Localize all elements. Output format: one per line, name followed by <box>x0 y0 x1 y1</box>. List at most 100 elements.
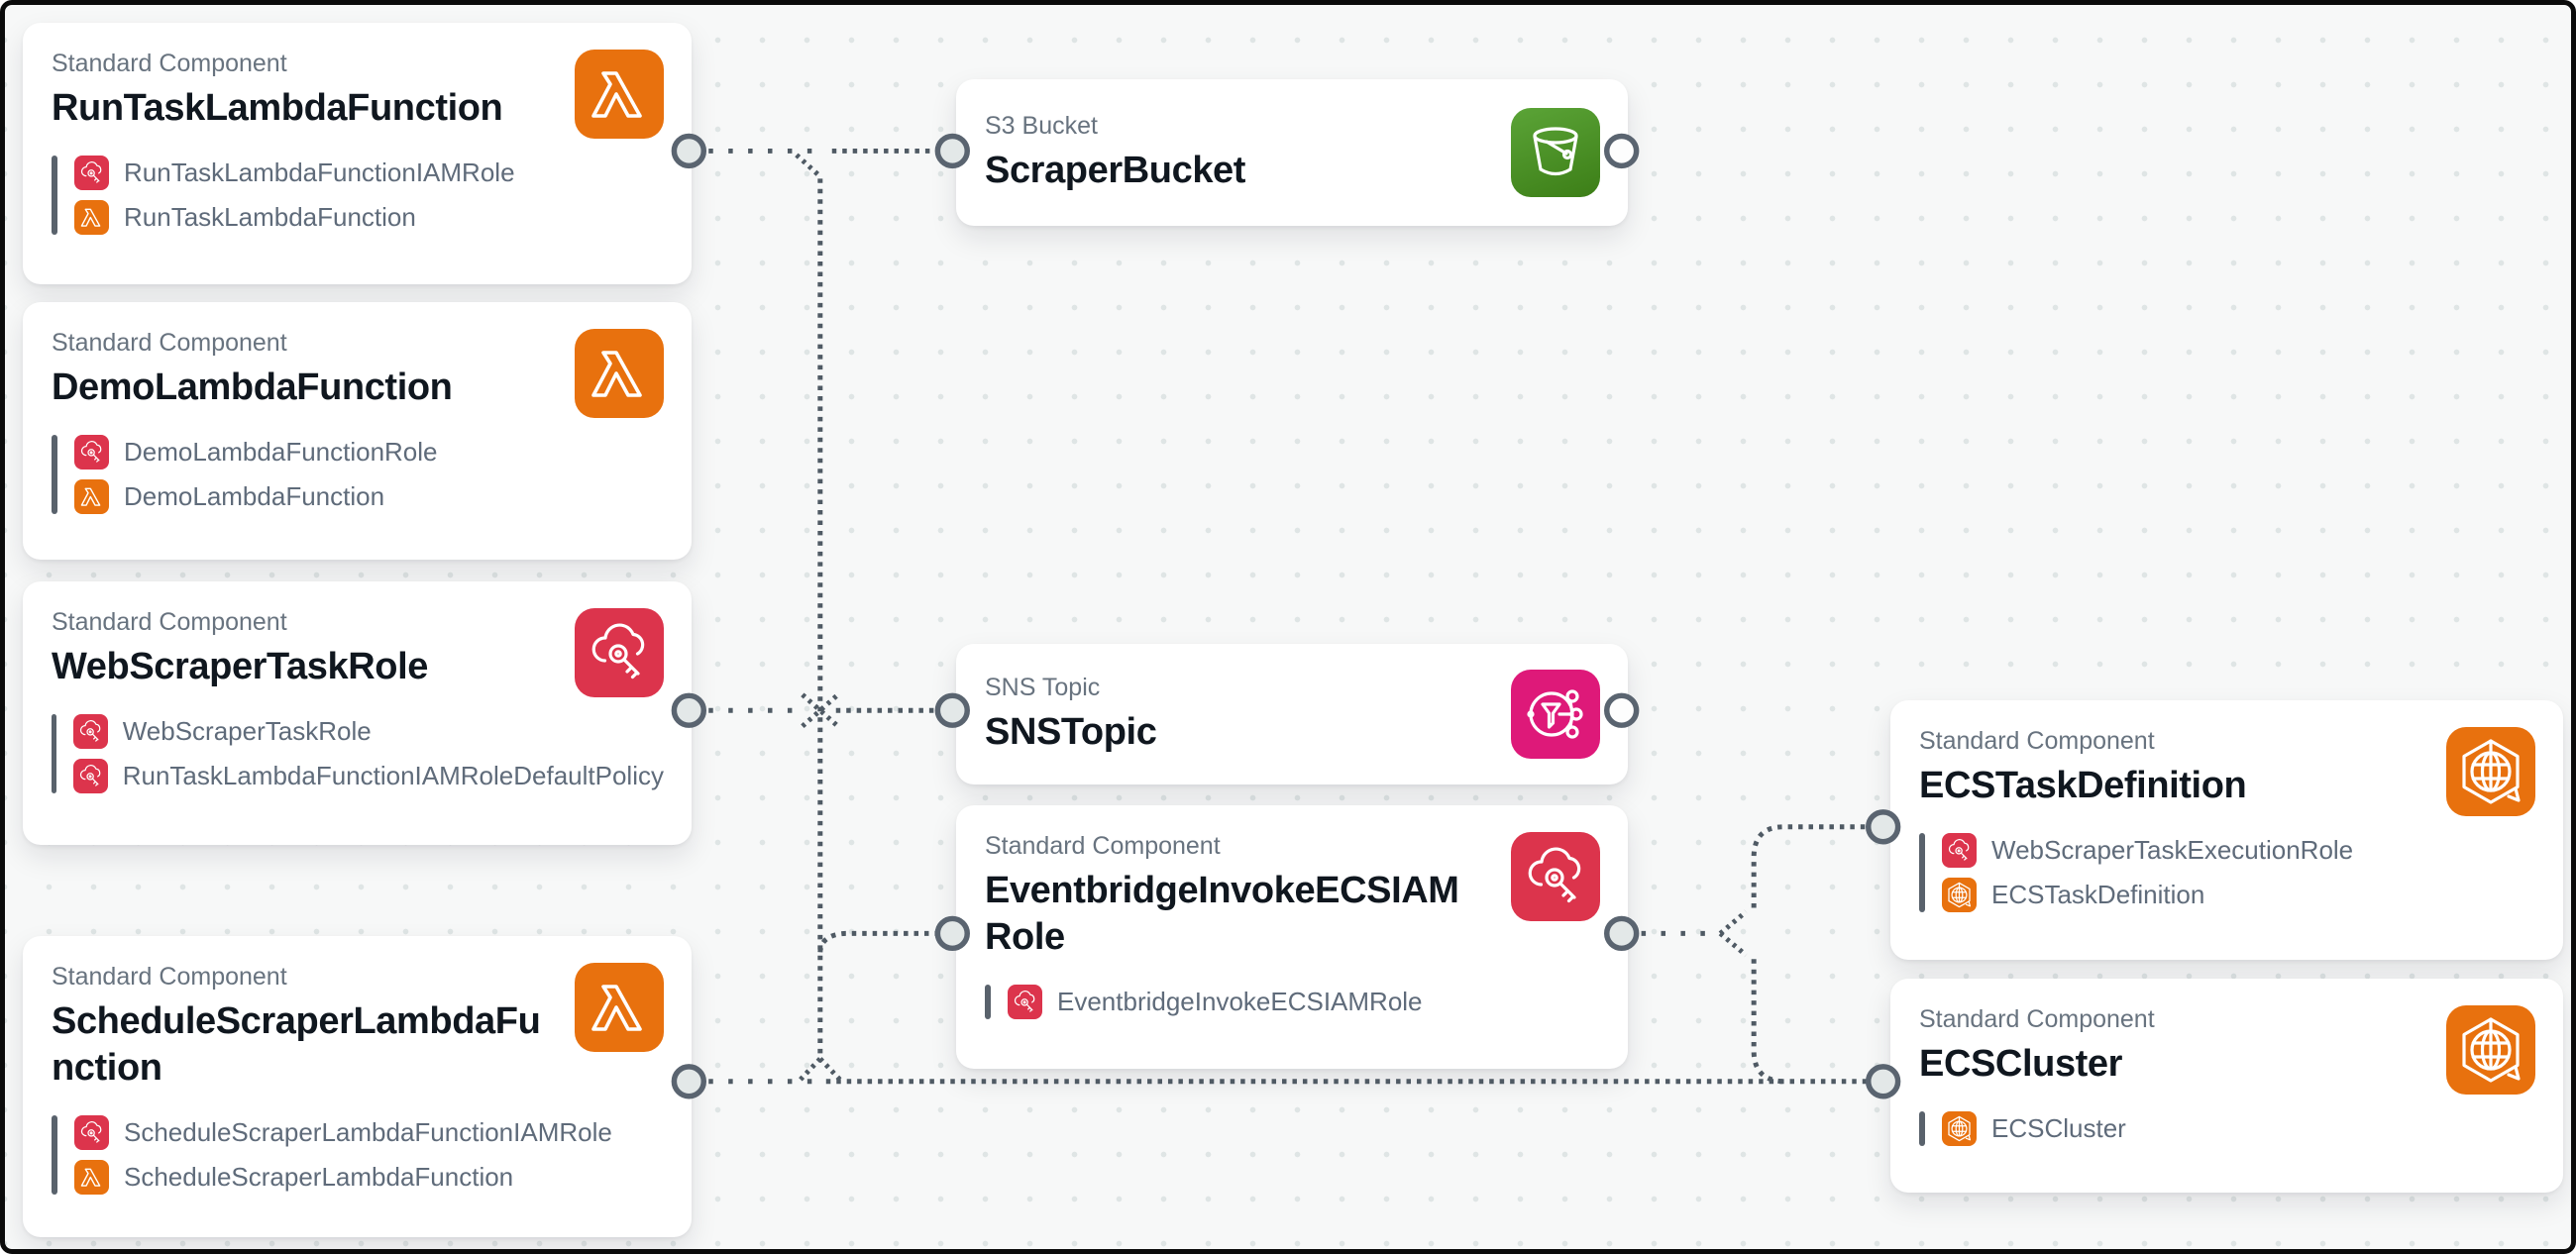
component-title: ScheduleScraperLambdaFunction <box>52 1000 541 1089</box>
child-resource-list: ECSCluster <box>1919 1111 2535 1146</box>
s3-bucket-icon <box>1511 108 1600 197</box>
child-resource-label: WebScraperTaskExecutionRole <box>1991 835 2354 865</box>
child-resource-label: DemoLambdaFunction <box>124 481 385 511</box>
child-resource[interactable]: ScheduleScraperLambdaFunctionIAMRole <box>74 1115 612 1150</box>
child-resource-label: EventbridgeInvokeECSIAMRole <box>1057 987 1423 1016</box>
child-resource-label: ECSCluster <box>1991 1113 2126 1143</box>
children-group-bar <box>52 1115 57 1195</box>
port-ecscluster-left[interactable] <box>1865 1064 1901 1099</box>
component-kind-label: Standard Component <box>52 963 287 991</box>
lambda-icon <box>74 1160 109 1195</box>
lambda-icon <box>74 200 109 235</box>
child-resource[interactable]: RunTaskLambdaFunctionIAMRole <box>74 156 515 190</box>
wire-down-to-bottom-line <box>1751 959 1784 1085</box>
children-group-bar <box>985 985 991 1019</box>
node-demolambdafunction[interactable]: Standard Component DemoLambdaFunction De… <box>23 302 692 560</box>
node-ecstaskdefinition[interactable]: Standard Component ECSTaskDefinition Web… <box>1890 700 2563 960</box>
child-resource-label: RunTaskLambdaFunctionIAMRole <box>124 157 515 187</box>
children-group-bar <box>1919 1111 1925 1146</box>
children-group-bar <box>52 156 57 235</box>
node-webscrapertaskrole[interactable]: Standard Component WebScraperTaskRole We… <box>23 581 692 845</box>
child-resource[interactable]: RunTaskLambdaFunctionIAMRoleDefaultPolic… <box>72 759 664 793</box>
component-kind-label: Standard Component <box>52 608 287 636</box>
child-resource[interactable]: WebScraperTaskRole <box>72 714 664 749</box>
junction-jog <box>795 153 820 177</box>
component-kind-label: S3 Bucket <box>985 112 1098 140</box>
component-title: SNSTopic <box>985 711 1157 753</box>
child-resource-label: ScheduleScraperLambdaFunctionIAMRole <box>124 1117 612 1147</box>
component-title: DemoLambdaFunction <box>52 366 453 408</box>
child-resource[interactable]: RunTaskLambdaFunction <box>74 200 515 235</box>
port-eventbridgerole-left[interactable] <box>934 915 970 952</box>
child-resource[interactable]: ScheduleScraperLambdaFunction <box>74 1160 612 1195</box>
iam-role-icon <box>74 156 109 190</box>
child-resource-list: WebScraperTaskExecutionRole ECSTaskDefin… <box>1919 833 2535 912</box>
child-resource-label: RunTaskLambdaFunction <box>124 202 416 232</box>
component-title: EventbridgeInvokeECSIAMRole <box>985 870 1459 958</box>
iam-role-icon <box>72 714 108 749</box>
ecs-icon <box>1942 878 1977 912</box>
component-title: ECSCluster <box>1919 1043 2123 1085</box>
port-eventbridgerole-right[interactable] <box>1604 915 1640 952</box>
node-scraperbucket[interactable]: S3 Bucket ScraperBucket <box>956 79 1628 226</box>
children-group-bar <box>1919 833 1925 912</box>
component-kind-label: Standard Component <box>1919 1005 2155 1033</box>
ecs-icon <box>1942 1111 1977 1146</box>
node-schedulescraperlambdafunction[interactable]: Standard Component ScheduleScraperLambda… <box>23 936 692 1237</box>
port-scraperbucket-left[interactable] <box>934 133 970 169</box>
child-resource-list: EventbridgeInvokeECSIAMRole <box>985 985 1600 1019</box>
child-resource[interactable]: DemoLambdaFunction <box>74 479 438 514</box>
child-resource[interactable]: EventbridgeInvokeECSIAMRole <box>1008 985 1423 1019</box>
port-schedulescraper-right[interactable] <box>671 1064 707 1099</box>
child-resource-label: RunTaskLambdaFunctionIAMRoleDefaultPolic… <box>122 761 664 790</box>
child-resource[interactable]: ECSCluster <box>1942 1111 2126 1146</box>
port-runtasklambdafunction-right[interactable] <box>671 133 707 169</box>
junction-jog <box>801 692 840 729</box>
children-group-bar <box>52 435 57 514</box>
child-resource-list: DemoLambdaFunctionRole DemoLambdaFunctio… <box>52 435 664 514</box>
wire-up-to-ecstaskdefinition <box>1751 824 1869 908</box>
port-snstopic-left[interactable] <box>934 692 970 728</box>
node-snstopic[interactable]: SNS Topic SNSTopic <box>956 644 1628 784</box>
lambda-icon <box>575 963 664 1052</box>
port-webscrapertaskrole-right[interactable] <box>671 692 707 728</box>
child-resource[interactable]: DemoLambdaFunctionRole <box>74 435 438 470</box>
port-snstopic-right[interactable] <box>1604 692 1640 728</box>
iam-policy-icon <box>72 759 108 793</box>
iam-role-icon <box>1942 833 1977 868</box>
iam-role-icon <box>575 608 664 697</box>
port-ecstaskdefinition-left[interactable] <box>1865 809 1901 845</box>
node-ecscluster[interactable]: Standard Component ECSCluster ECSCluster <box>1890 979 2563 1193</box>
iam-role-icon <box>1008 985 1042 1019</box>
lambda-icon <box>74 479 109 514</box>
sns-topic-icon <box>1511 670 1600 759</box>
child-resource-label: ECSTaskDefinition <box>1991 880 2205 909</box>
iam-role-icon <box>1511 832 1600 921</box>
component-title: RunTaskLambdaFunction <box>52 87 503 129</box>
child-resource-list: RunTaskLambdaFunctionIAMRole RunTaskLamb… <box>52 156 664 235</box>
port-scraperbucket-right[interactable] <box>1604 133 1640 169</box>
iam-role-icon <box>74 435 109 470</box>
child-resource-list: ScheduleScraperLambdaFunctionIAMRole Sch… <box>52 1115 664 1195</box>
node-runtasklambdafunction[interactable]: Standard Component RunTaskLambdaFunction… <box>23 23 692 284</box>
child-resource-list: WebScraperTaskRole RunTaskLambdaFunction… <box>52 714 664 793</box>
ecs-icon <box>2446 1005 2535 1095</box>
child-resource[interactable]: WebScraperTaskExecutionRole <box>1942 833 2353 868</box>
component-kind-label: Standard Component <box>1919 727 2155 755</box>
child-resource-label: WebScraperTaskRole <box>122 716 372 746</box>
node-eventbridgeinvokeecsiamrole[interactable]: Standard Component EventbridgeInvokeECSI… <box>956 805 1628 1069</box>
lambda-icon <box>575 329 664 418</box>
ecs-icon <box>2446 727 2535 816</box>
component-kind-label: Standard Component <box>985 832 1221 860</box>
component-kind-label: SNS Topic <box>985 674 1101 701</box>
child-resource-label: ScheduleScraperLambdaFunction <box>124 1162 514 1192</box>
component-title: ECSTaskDefinition <box>1919 765 2247 806</box>
junction-jog <box>799 1057 842 1082</box>
child-resource-label: DemoLambdaFunctionRole <box>124 437 438 467</box>
iam-role-icon <box>74 1115 109 1150</box>
lambda-icon <box>575 50 664 139</box>
children-group-bar <box>52 714 56 793</box>
child-resource[interactable]: ECSTaskDefinition <box>1942 878 2353 912</box>
component-title: WebScraperTaskRole <box>52 646 428 687</box>
